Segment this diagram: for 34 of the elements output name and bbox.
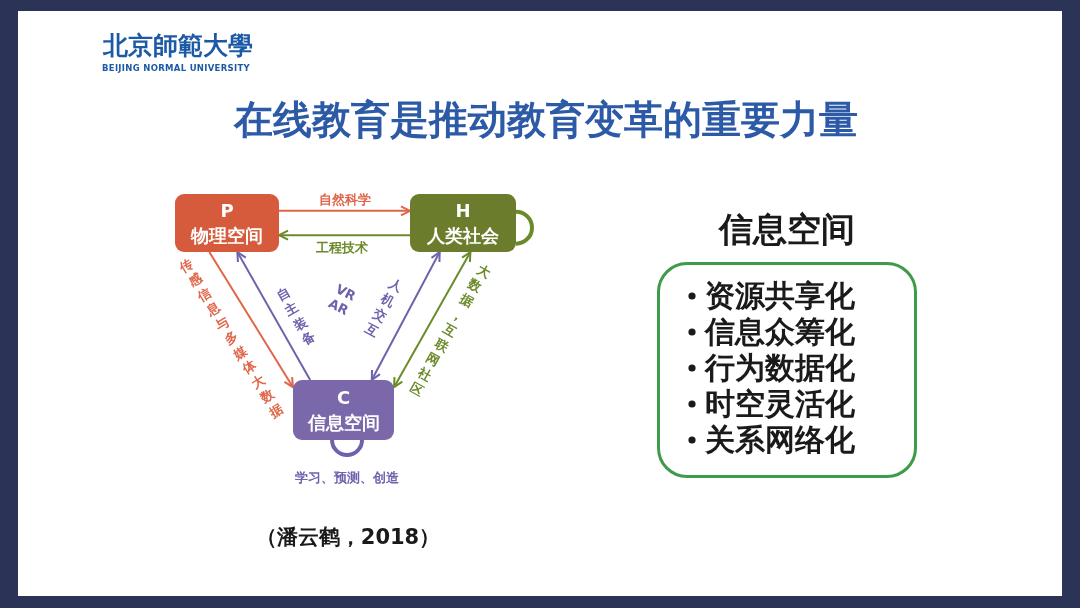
arrow <box>278 205 411 217</box>
edge-label: 工程技术 <box>315 239 368 258</box>
list-item: 关系网络化 <box>705 422 855 458</box>
letter-label: P <box>220 199 234 223</box>
edge-label: 人机交互 <box>362 274 406 342</box>
double-arrow <box>393 251 472 389</box>
name-label: 物理空间 <box>191 224 263 248</box>
rounded-box <box>410 194 516 252</box>
arrow <box>278 229 411 241</box>
english-name: BEIJING NORMAL UNIVERSITY <box>102 63 250 73</box>
loop-line <box>515 209 534 246</box>
heading: 信息空间 <box>719 208 855 251</box>
edge-label: 自主装备 <box>273 283 319 349</box>
university-name: 北京師範大學 <box>103 29 253 62</box>
rounded-box <box>293 380 394 440</box>
list-item: 信息众筹化 <box>705 314 855 350</box>
loop-line <box>330 439 365 457</box>
arrow <box>236 251 312 381</box>
edge-label: 大数据，互联网社区 <box>406 259 494 400</box>
edge-label: 自然科学 <box>318 190 371 209</box>
list-item: 时空灵活化 <box>705 386 855 422</box>
name-label: 信息空间 <box>307 411 380 435</box>
list-item: 行为数据化 <box>705 350 855 386</box>
letter-label: C <box>336 386 351 410</box>
arrow <box>208 251 294 389</box>
caption: （潘云鹤，2018） <box>255 524 441 551</box>
rounded-box <box>175 194 279 252</box>
letter-label: H <box>455 199 471 223</box>
side-label: VR AR <box>325 280 360 320</box>
title: 在线教育是推动教育变革的重要力量 <box>234 96 858 144</box>
list-item: 资源共享化 <box>705 278 855 314</box>
edge-label: 学习、预测、创造 <box>295 469 400 487</box>
name-label: 人类社会 <box>427 224 499 248</box>
double-arrow <box>370 251 441 381</box>
